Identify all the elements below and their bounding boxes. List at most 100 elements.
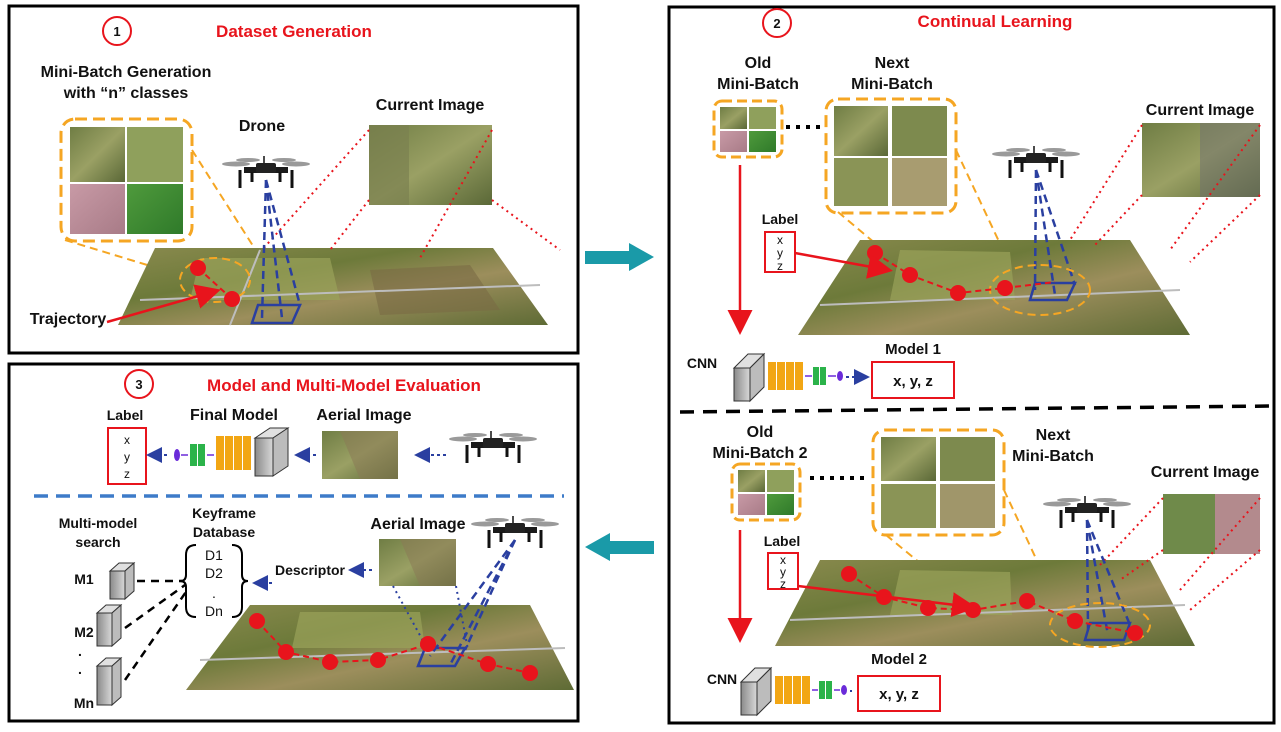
- step-1-badge: [102, 16, 132, 46]
- next-minibatch-tile: [834, 158, 888, 206]
- label-x-2b: x: [780, 553, 786, 567]
- current-image-label-2b: Current Image: [1151, 464, 1260, 481]
- model-m2-icon: [95, 603, 123, 648]
- old-minibatch-tile: [749, 107, 776, 129]
- mosaic-tile: [70, 184, 125, 234]
- label-box-2b: [767, 552, 799, 590]
- descriptor-label: Descriptor: [275, 562, 346, 578]
- multimodel-line1: Multi-model: [59, 515, 138, 531]
- drone-label: Drone: [239, 118, 285, 135]
- trajectory-point: [1019, 593, 1035, 609]
- old-minibatch2-line1: Old: [747, 424, 774, 441]
- trajectory-point: [902, 267, 918, 283]
- left-brace: [179, 544, 197, 618]
- old-minibatch2-line2: Mini-Batch 2: [712, 445, 807, 462]
- old-minibatch2-tile: [767, 494, 794, 515]
- old-minibatch-line1: Old: [745, 55, 772, 72]
- label-z-2b: z: [780, 577, 786, 591]
- panel2-frame: [667, 5, 1276, 725]
- cnn-icon-1: [732, 352, 843, 403]
- keyframe-line2: Database: [193, 524, 255, 540]
- aerial-image-label-top: Aerial Image: [316, 407, 411, 424]
- panel3-frame: [7, 362, 580, 723]
- model-mn-label: Mn: [74, 695, 94, 711]
- trajectory-point: [249, 613, 265, 629]
- final-model-label: Final Model: [190, 407, 278, 424]
- old-minibatch2-tile: [767, 470, 794, 492]
- model-1-output: x, y, z: [893, 373, 933, 390]
- db-entry-dot: .: [212, 585, 216, 601]
- current-image-label-1: Current Image: [376, 97, 485, 114]
- label-y-3: y: [124, 450, 130, 464]
- trajectory-point: [841, 566, 857, 582]
- step-1-number: 1: [113, 24, 120, 39]
- cnn-label-1: CNN: [687, 355, 717, 371]
- next-minibatch2-tile: [940, 484, 995, 528]
- mosaic-tile: [127, 184, 183, 234]
- next-minibatch2-tile: [881, 484, 936, 528]
- trajectory-point: [1067, 613, 1083, 629]
- next-minibatch-tile: [834, 106, 888, 156]
- model-1-output-box: [871, 361, 955, 399]
- model-m2-label: M2: [74, 624, 94, 640]
- next-minibatch-tile: [892, 106, 947, 156]
- model-2-output: x, y, z: [879, 686, 919, 703]
- right-brace: [231, 544, 249, 618]
- label-y-2b: y: [780, 565, 786, 579]
- model-2-label: Model 2: [871, 651, 927, 668]
- drone-icon: [447, 429, 539, 465]
- label-y-2a: y: [777, 246, 783, 260]
- label-x-3: x: [124, 433, 130, 447]
- step-2-badge: [762, 8, 792, 38]
- arrow-to-evaluation: [585, 533, 654, 561]
- next-minibatch-tile: [892, 158, 947, 206]
- aerial-image-label-bottom: Aerial Image: [370, 516, 465, 533]
- trajectory-point: [920, 600, 936, 616]
- trajectory-point: [1127, 625, 1143, 641]
- db-entry-d2: D2: [205, 565, 223, 581]
- trajectory-point: [224, 291, 240, 307]
- panel1-title: Dataset Generation: [216, 22, 372, 41]
- minibatch-label-line2: with “n” classes: [63, 85, 189, 102]
- minibatch-mosaic: [59, 117, 194, 243]
- panel-evaluation: 3 Model and Multi-Model Evaluation Label…: [7, 362, 580, 723]
- next-minibatch2-tile: [881, 437, 936, 481]
- stage-separator: [679, 404, 1275, 414]
- trajectory-point: [278, 644, 294, 660]
- label-x-2a: x: [777, 233, 783, 247]
- keyframe-line1: Keyframe: [192, 505, 256, 521]
- next-minibatch2-tile: [940, 437, 995, 481]
- model-dot-2: .: [78, 661, 82, 677]
- old-minibatch-tile: [749, 131, 776, 152]
- trajectory-point: [522, 665, 538, 681]
- minibatch-label-line1: Mini-Batch Generation: [41, 64, 212, 81]
- cnn-icon-2: [739, 666, 847, 717]
- arrow-to-continual-learning: [585, 243, 654, 271]
- trajectory-point: [965, 602, 981, 618]
- next-minibatch-line1: Next: [875, 55, 910, 72]
- step-2-number: 2: [773, 16, 780, 31]
- label-title-3: Label: [107, 407, 144, 423]
- next-minibatch2-line2: Mini-Batch: [1012, 448, 1094, 465]
- label-box-2a: [764, 231, 796, 273]
- label-title-2b: Label: [764, 533, 801, 549]
- old-minibatch-tile: [720, 131, 747, 152]
- current-image-label-2a: Current Image: [1146, 102, 1255, 119]
- label-z-2a: z: [777, 259, 783, 273]
- multimodel-line2: search: [75, 534, 120, 550]
- panel1-frame: [7, 4, 580, 355]
- model-dot-1: .: [78, 643, 82, 659]
- mosaic-tile: [70, 127, 125, 182]
- trajectory-point: [480, 656, 496, 672]
- drone-icon: [469, 514, 561, 550]
- trajectory-point: [997, 280, 1013, 296]
- final-model-icon: [174, 427, 290, 477]
- old-minibatch-line2: Mini-Batch: [717, 76, 799, 93]
- panel-continual-learning: 2 Continual Learning Old Mini-Batch Next…: [667, 5, 1276, 725]
- next-minibatch2-line1: Next: [1036, 427, 1071, 444]
- trajectory-point: [370, 652, 386, 668]
- step-3-number: 3: [135, 377, 142, 392]
- model-1-label: Model 1: [885, 341, 941, 358]
- model-mn-icon: [95, 656, 123, 707]
